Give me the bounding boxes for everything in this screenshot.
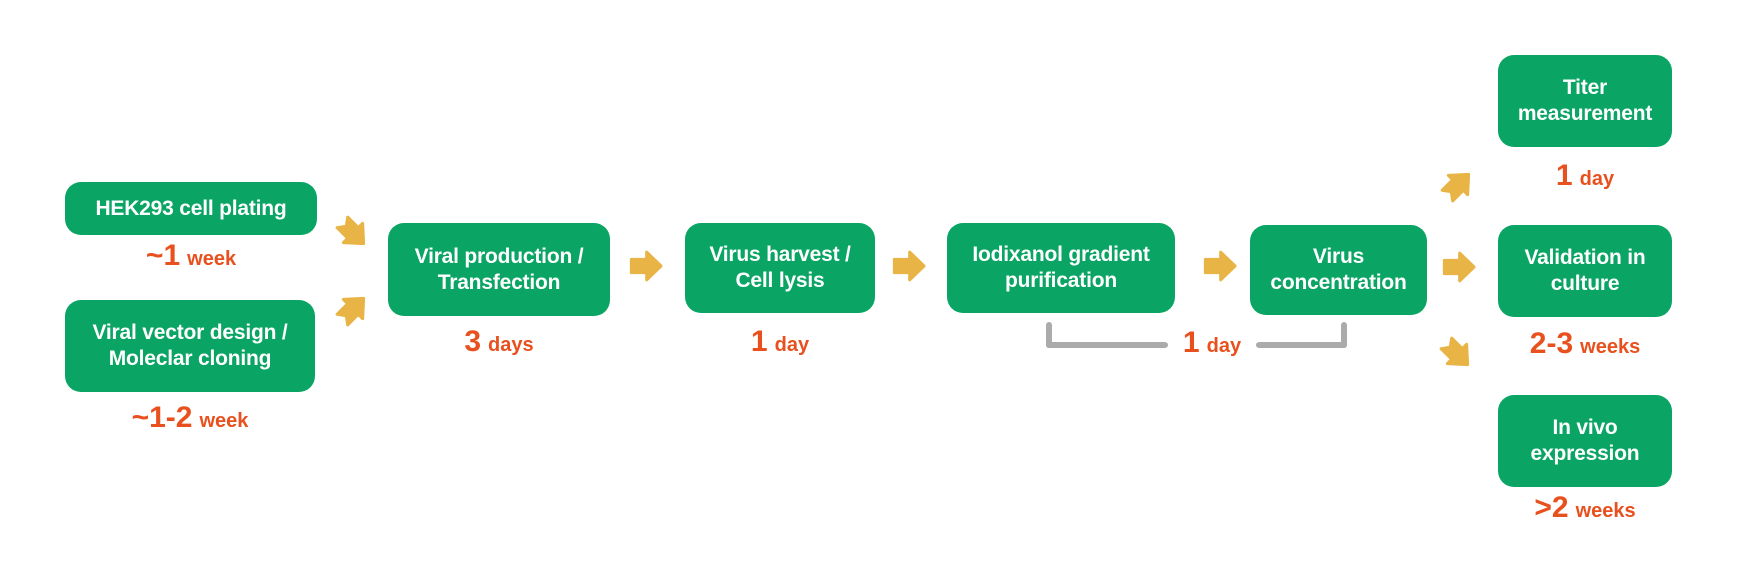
duration-unit: weeks <box>1580 336 1641 358</box>
duration-value: 3 <box>464 325 482 358</box>
step-label: In vivo <box>1552 416 1618 439</box>
step-label: HEK293 cell plating <box>95 196 287 220</box>
bracket-segment <box>1046 342 1168 348</box>
step-label: Viral production / <box>414 244 584 268</box>
duration-value: 1 <box>1182 326 1200 359</box>
arrow-down-right-icon <box>1433 330 1481 378</box>
step-label: Cell lysis <box>735 269 825 292</box>
duration-hek293: ~1 week <box>65 240 317 272</box>
step-label: Viral vector design / <box>92 321 288 344</box>
arrow-right-icon <box>892 247 926 285</box>
duration-unit: day <box>1206 335 1242 357</box>
bracket-segment <box>1256 342 1347 348</box>
duration-titer: 1 day <box>1498 160 1672 192</box>
bracket-segment <box>1046 322 1052 348</box>
arrow-down-right-icon <box>329 209 377 257</box>
duration-validation: 2-3 weeks <box>1498 328 1672 360</box>
step-label: culture <box>1550 272 1620 295</box>
step-validation-in-culture: Validation in culture <box>1498 225 1672 317</box>
duration-virus-harvest: 1 day <box>685 326 875 358</box>
step-label: expression <box>1530 442 1640 465</box>
step-label: purification <box>1005 269 1117 292</box>
step-iodixanol-purification: Iodixanol gradient purification <box>947 223 1175 313</box>
step-label: Moleclar cloning <box>108 347 272 370</box>
arrow-right-icon <box>1442 248 1476 286</box>
duration-value: 1 <box>1555 159 1573 192</box>
arrow-up-right-icon <box>1434 161 1482 209</box>
step-titer-measurement: Titer measurement <box>1498 55 1672 147</box>
duration-value: ~1 <box>145 239 181 272</box>
duration-purification-concentration: 1 day <box>1160 327 1264 359</box>
arrow-up-right-icon <box>329 285 377 333</box>
arrow-right-icon <box>629 247 663 285</box>
duration-unit: days <box>488 334 534 356</box>
step-viral-production: Viral production / Transfection <box>388 223 610 316</box>
bracket-segment <box>1341 322 1347 348</box>
duration-unit: weeks <box>1575 500 1636 522</box>
duration-value: ~1-2 <box>131 401 193 434</box>
duration-unit: week <box>187 248 237 270</box>
step-label: Transfection <box>437 270 561 294</box>
duration-value: 2-3 <box>1529 327 1574 360</box>
duration-unit: day <box>1579 168 1615 190</box>
duration-unit: day <box>774 334 810 356</box>
duration-vector-design: ~1-2 week <box>65 402 315 434</box>
duration-viral-production: 3 days <box>388 326 610 358</box>
duration-unit: week <box>199 410 249 432</box>
step-virus-harvest: Virus harvest / Cell lysis <box>685 223 875 313</box>
step-label: concentration <box>1270 271 1407 294</box>
duration-value: >2 <box>1534 491 1569 524</box>
duration-in-vivo: >2 weeks <box>1498 492 1672 524</box>
duration-value: 1 <box>750 325 768 358</box>
step-hek293-cell-plating: HEK293 cell plating <box>65 182 317 235</box>
step-label: Virus harvest / <box>709 243 851 266</box>
step-label: Iodixanol gradient <box>972 243 1150 266</box>
step-label: Titer <box>1562 76 1608 99</box>
step-label: Validation in <box>1524 246 1646 269</box>
arrow-right-icon <box>1203 247 1237 285</box>
step-viral-vector-design: Viral vector design / Moleclar cloning <box>65 300 315 392</box>
step-label: measurement <box>1517 102 1653 125</box>
step-virus-concentration: Virus concentration <box>1250 225 1427 315</box>
step-label: Virus <box>1312 245 1365 268</box>
step-in-vivo-expression: In vivo expression <box>1498 395 1672 487</box>
